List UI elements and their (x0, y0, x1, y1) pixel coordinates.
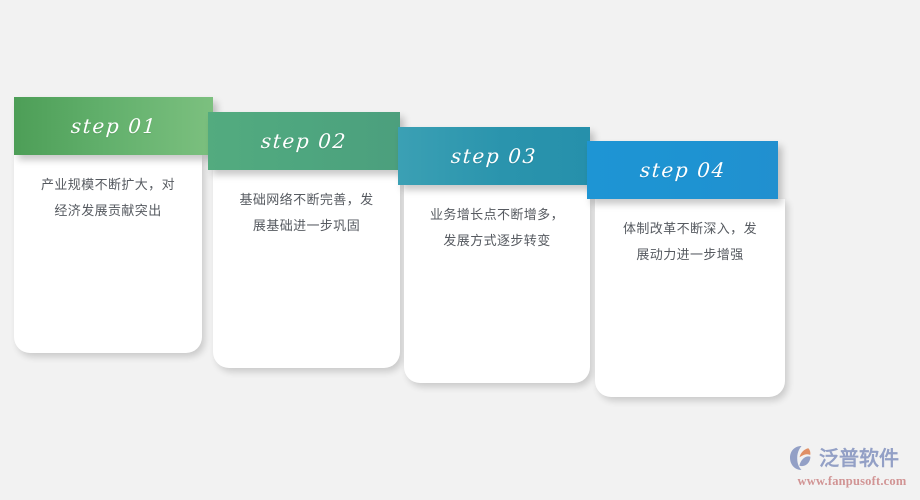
watermark: 泛普软件 www.fanpusoft.com (788, 443, 916, 493)
step-banner-3[interactable]: step 03 (398, 127, 590, 185)
watermark-brand-text: 泛普软件 (819, 446, 899, 470)
step-card-4[interactable]: 体制改革不断深入，发 展动力进一步增强 (595, 199, 785, 397)
step-description-4: 体制改革不断深入，发 展动力进一步增强 (622, 222, 757, 263)
step-banner-label-4: step 04 (638, 158, 727, 182)
step-description-1: 产业规模不断扩大，对 经济发展贡献突出 (40, 178, 175, 219)
step-description-2: 基础网络不断完善，发 展基础进一步巩固 (239, 193, 374, 234)
step-banner-1[interactable]: step 01 (14, 97, 213, 155)
step-banner-label-1: step 01 (69, 114, 158, 138)
step-banner-4[interactable]: step 04 (587, 141, 778, 199)
watermark-url-text: www.fanpusoft.com (797, 474, 907, 488)
watermark-brand-row: 泛普软件 (788, 443, 916, 473)
step-banner-label-3: step 03 (450, 144, 538, 168)
step-banner-2[interactable]: step 02 (208, 112, 400, 170)
step-card-3[interactable]: 业务增长点不断增多， 发展方式逐步转变 (404, 185, 590, 383)
step-card-1[interactable]: 产业规模不断扩大，对 经济发展贡献突出 (14, 155, 202, 353)
step-banner-label-2: step 02 (260, 129, 348, 153)
step-card-2[interactable]: 基础网络不断完善，发 展基础进一步巩固 (213, 170, 400, 368)
fanpu-swoosh-logo-icon (788, 444, 816, 472)
step-description-3: 业务增长点不断增多， 发展方式逐步转变 (429, 208, 564, 249)
